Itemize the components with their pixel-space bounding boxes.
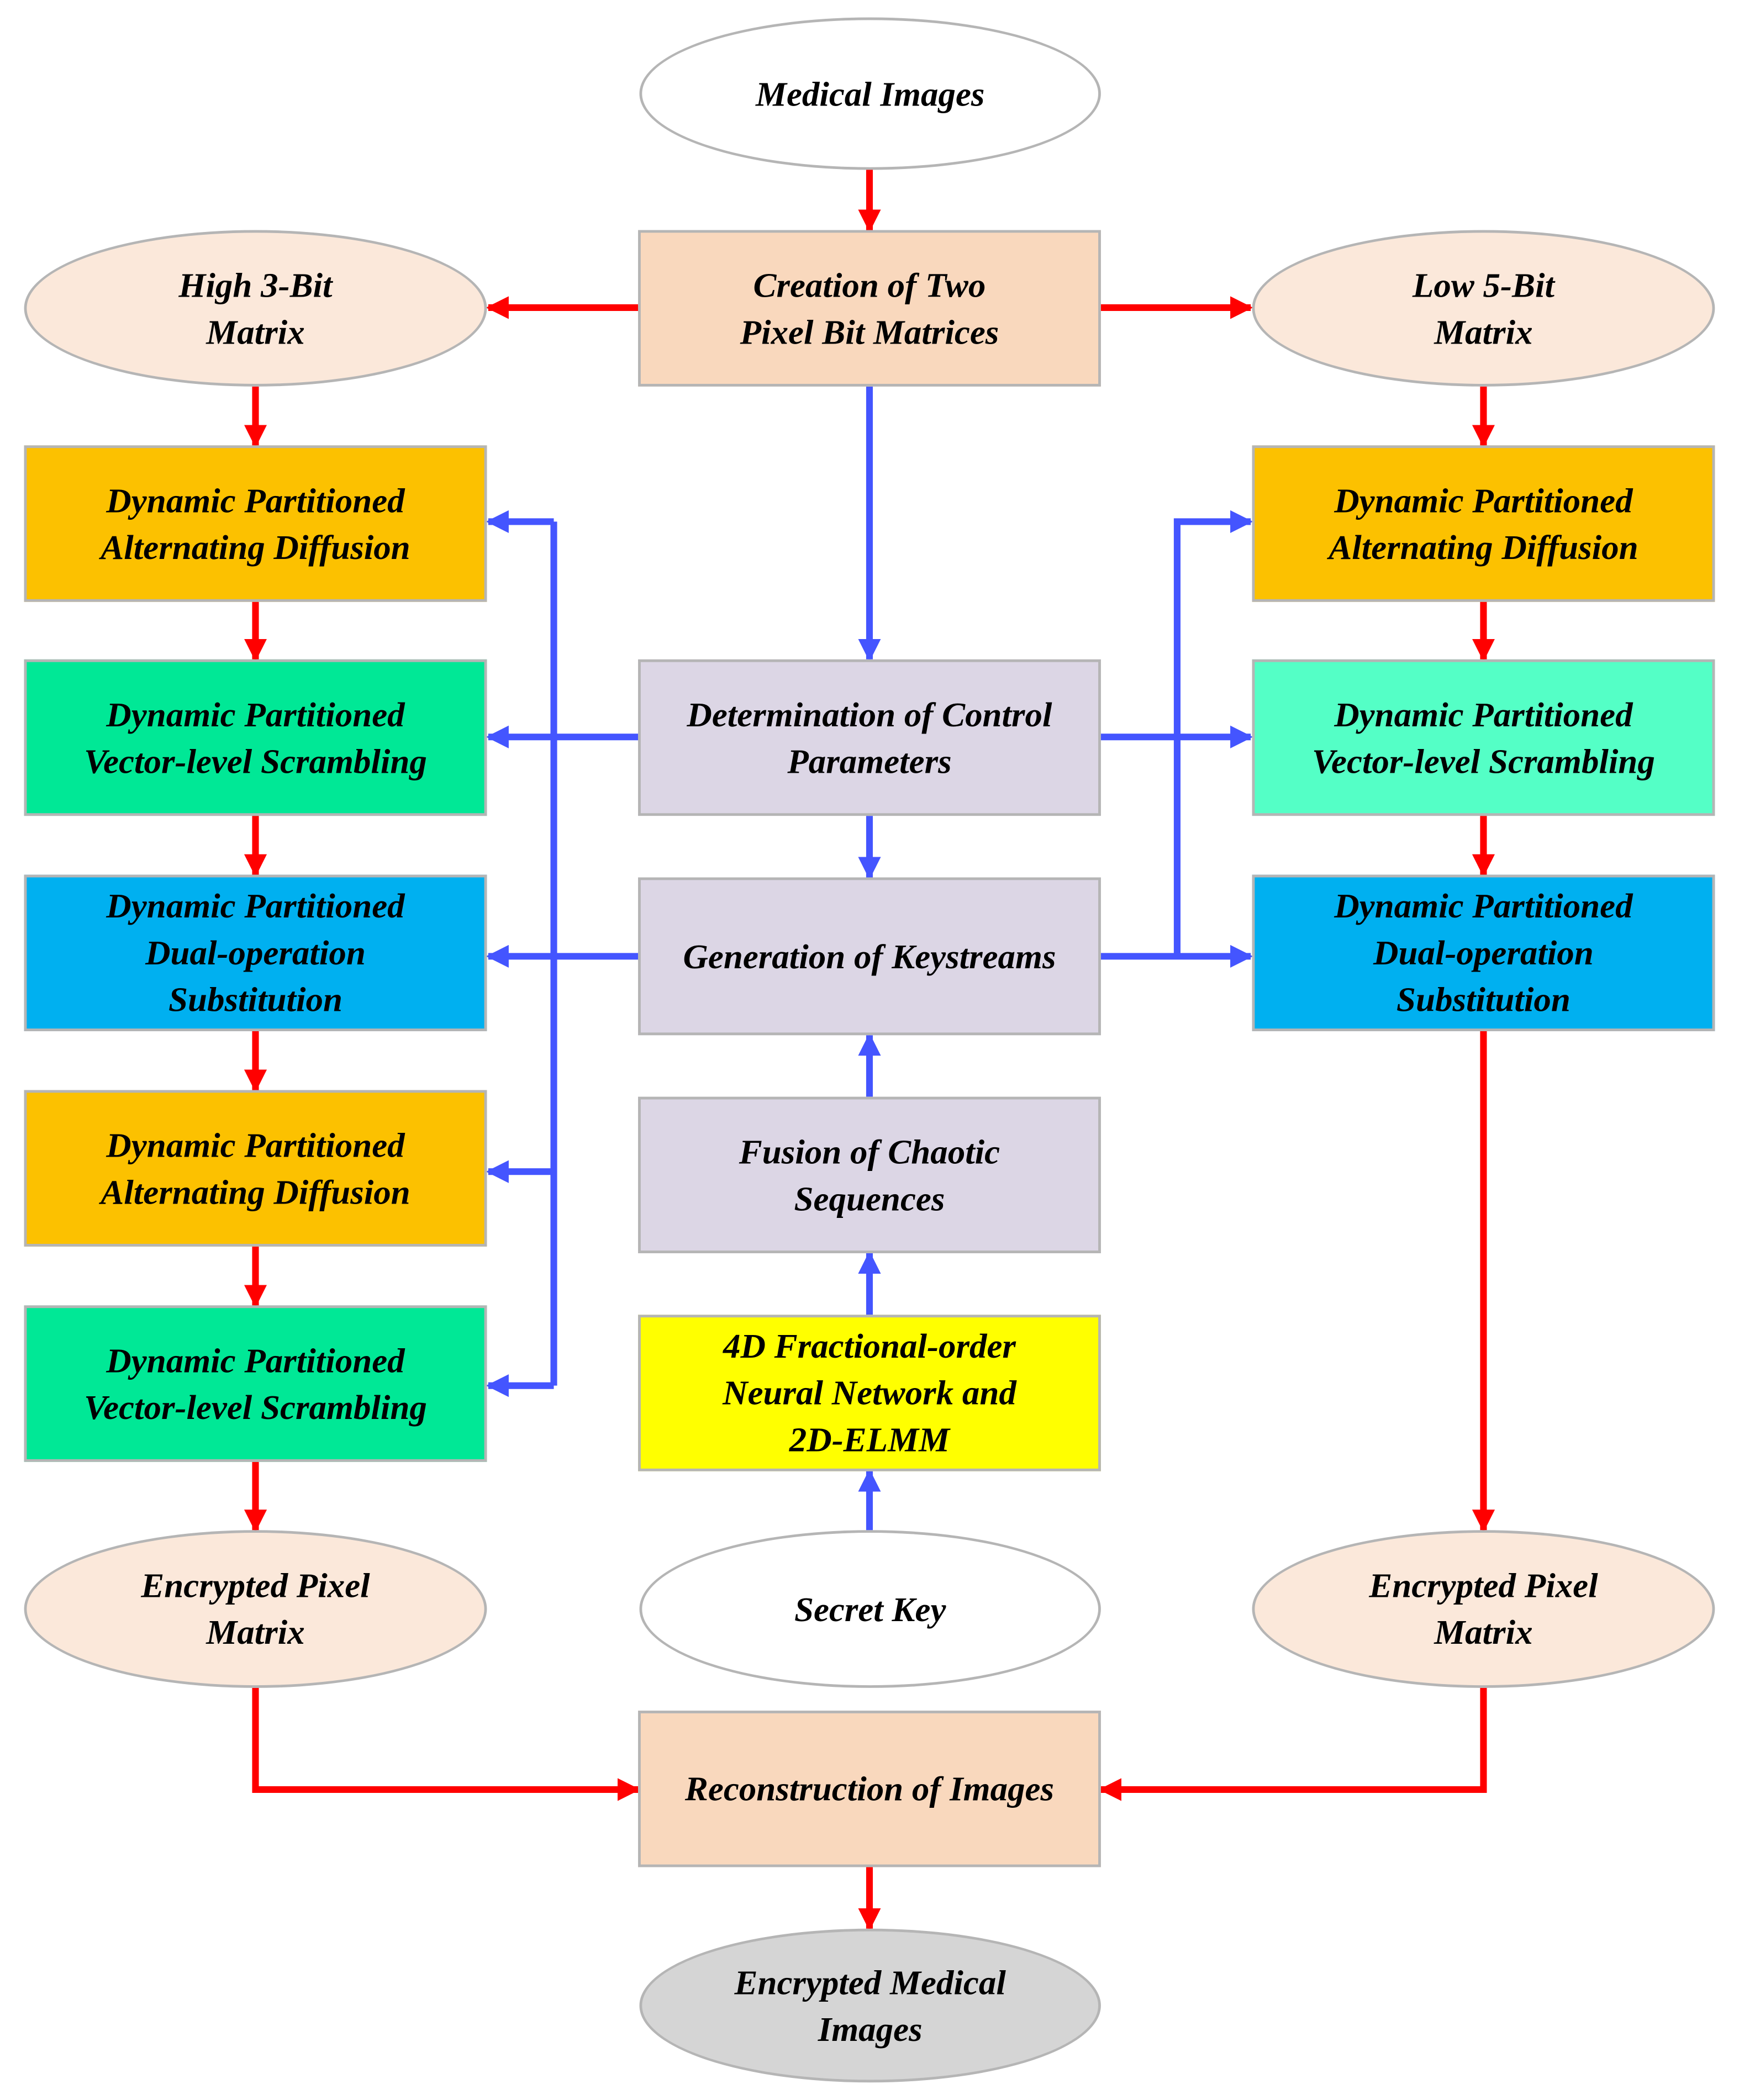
node-neural-network-label: 4D Fractional-order Neural Network and 2…	[723, 1327, 1016, 1459]
node-creation-label: Creation of Two Pixel Bit Matrices	[740, 265, 999, 351]
node-control-parameters: Determination of Control Parameters	[638, 659, 1101, 816]
node-right-diffusion-label: Dynamic Partitioned Alternating Diffusio…	[1329, 481, 1638, 567]
node-right-substitution: Dynamic Partitioned Dual-operation Subst…	[1252, 874, 1715, 1031]
node-medical-images-label: Medical Images	[755, 74, 985, 113]
node-fusion-label: Fusion of Chaotic Sequences	[739, 1132, 1000, 1218]
node-left-substitution-label: Dynamic Partitioned Dual-operation Subst…	[106, 887, 405, 1020]
node-left-substitution: Dynamic Partitioned Dual-operation Subst…	[24, 874, 487, 1031]
node-left-scrambling-2: Dynamic Partitioned Vector-level Scrambl…	[24, 1305, 487, 1462]
node-right-diffusion: Dynamic Partitioned Alternating Diffusio…	[1252, 445, 1715, 602]
node-medical-images: Medical Images	[639, 17, 1101, 170]
arrow-right-encrypted-to-reconstruction	[1098, 1687, 1487, 1801]
node-left-encrypted-label: Encrypted Pixel Matrix	[141, 1566, 370, 1652]
node-left-scrambling-1: Dynamic Partitioned Vector-level Scrambl…	[24, 659, 487, 816]
node-right-substitution-label: Dynamic Partitioned Dual-operation Subst…	[1334, 887, 1633, 1020]
node-left-scrambling-2-label: Dynamic Partitioned Vector-level Scrambl…	[84, 1341, 427, 1427]
node-control-parameters-label: Determination of Control Parameters	[687, 694, 1052, 780]
node-right-encrypted-matrix: Encrypted Pixel Matrix	[1252, 1530, 1715, 1688]
node-creation-of-bit-matrices: Creation of Two Pixel Bit Matrices	[638, 230, 1101, 387]
node-keystreams: Generation of Keystreams	[638, 877, 1101, 1036]
node-right-scrambling-label: Dynamic Partitioned Vector-level Scrambl…	[1312, 694, 1655, 780]
node-fusion-chaotic: Fusion of Chaotic Sequences	[638, 1096, 1101, 1253]
node-encrypted-medical-label: Encrypted Medical Images	[734, 1962, 1006, 2049]
node-secret-key: Secret Key	[639, 1530, 1101, 1688]
node-high-matrix-label: High 3-Bit Matrix	[178, 265, 333, 351]
node-secret-key-label: Secret Key	[794, 1589, 946, 1629]
node-reconstruction: Reconstruction of Images	[638, 1711, 1101, 1867]
node-left-diffusion-2: Dynamic Partitioned Alternating Diffusio…	[24, 1090, 487, 1247]
control-flow-arrows	[486, 386, 1253, 1531]
node-encrypted-medical-images: Encrypted Medical Images	[639, 1928, 1101, 2083]
node-left-diffusion-2-label: Dynamic Partitioned Alternating Diffusio…	[101, 1125, 410, 1211]
node-keystreams-label: Generation of Keystreams	[683, 937, 1056, 976]
node-right-scrambling: Dynamic Partitioned Vector-level Scrambl…	[1252, 659, 1715, 816]
node-high-3bit-matrix: High 3-Bit Matrix	[24, 230, 487, 387]
node-left-diffusion-1-label: Dynamic Partitioned Alternating Diffusio…	[101, 481, 410, 567]
arrow-left-encrypted-to-reconstruction	[252, 1687, 641, 1801]
node-left-diffusion-1: Dynamic Partitioned Alternating Diffusio…	[24, 445, 487, 602]
node-neural-network: 4D Fractional-order Neural Network and 2…	[638, 1315, 1101, 1471]
node-reconstruction-label: Reconstruction of Images	[684, 1769, 1055, 1808]
node-left-encrypted-matrix: Encrypted Pixel Matrix	[24, 1530, 487, 1688]
node-left-scrambling-1-label: Dynamic Partitioned Vector-level Scrambl…	[84, 694, 427, 780]
data-flow-arrows	[244, 170, 1495, 1931]
node-low-matrix-label: Low 5-Bit Matrix	[1412, 265, 1554, 351]
node-low-5bit-matrix: Low 5-Bit Matrix	[1252, 230, 1715, 387]
arrow-keystreams-to-right-diffusion	[1173, 510, 1253, 957]
node-right-encrypted-label: Encrypted Pixel Matrix	[1369, 1566, 1598, 1652]
